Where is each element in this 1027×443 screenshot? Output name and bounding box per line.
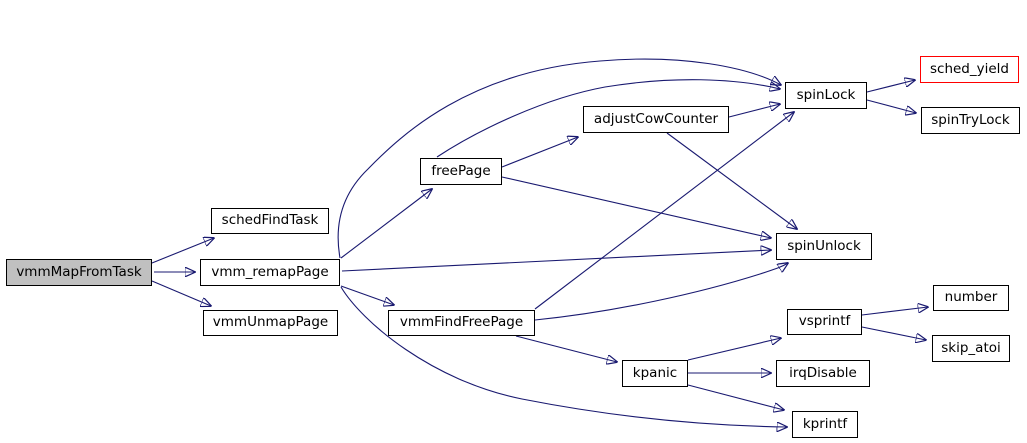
edge-vmmMapFromTask-schedFindTask <box>151 238 214 264</box>
edge-vmm_remapPage-kprintf <box>340 286 787 427</box>
edge-adjustCowCounter-spinLock <box>728 104 780 118</box>
node-schedFindTask[interactable]: schedFindTask <box>211 208 329 234</box>
edge-vsprintf-skip_atoi <box>861 326 926 340</box>
node-vmmFindFreePage[interactable]: vmmFindFreePage <box>388 310 535 336</box>
node-kprintf[interactable]: kprintf <box>792 411 858 438</box>
edge-vmmFindFreePage-spinLock <box>534 112 794 310</box>
edge-vmm_remapPage-freePage <box>340 189 432 259</box>
edge-vsprintf-number <box>861 307 928 316</box>
node-vmmMapFromTask[interactable]: vmmMapFromTask <box>6 259 152 286</box>
node-spinTryLock[interactable]: spinTryLock <box>921 107 1020 134</box>
edge-spinLock-sched_yield <box>866 80 915 93</box>
edge-freePage-spinUnlock <box>501 176 771 238</box>
node-skip_atoi[interactable]: skip_atoi <box>932 335 1010 362</box>
edge-vmm_remapPage-spinUnlock <box>341 250 771 272</box>
edge-freePage-spinLock <box>436 79 780 158</box>
node-adjustCowCounter[interactable]: adjustCowCounter <box>583 106 729 133</box>
edge-vmmFindFreePage-spinUnlock <box>534 263 788 321</box>
edge-vmmMapFromTask-vmmUnmapPage <box>151 280 211 306</box>
edge-kpanic-vsprintf <box>687 338 781 361</box>
node-vmmUnmapPage[interactable]: vmmUnmapPage <box>203 310 338 336</box>
edge-freePage-adjustCowCounter <box>501 137 578 168</box>
node-irqDisable[interactable]: irqDisable <box>776 360 870 387</box>
node-vmm_remapPage[interactable]: vmm_remapPage <box>200 259 340 286</box>
node-number[interactable]: number <box>933 285 1009 311</box>
node-kpanic[interactable]: kpanic <box>622 360 688 387</box>
node-spinUnlock[interactable]: spinUnlock <box>776 233 872 260</box>
node-sched_yield[interactable]: sched_yield <box>920 56 1019 83</box>
edge-vmmFindFreePage-kpanic <box>515 335 617 362</box>
edge-spinLock-spinTryLock <box>866 99 916 113</box>
edge-vmm_remapPage-spinLock <box>337 58 781 259</box>
node-vsprintf[interactable]: vsprintf <box>787 309 862 335</box>
node-freePage[interactable]: freePage <box>420 158 502 185</box>
edge-vmm_remapPage-vmmFindFreePage <box>340 285 394 305</box>
node-spinLock[interactable]: spinLock <box>785 82 867 109</box>
edge-adjustCowCounter-spinUnlock <box>666 132 797 229</box>
edge-kpanic-kprintf <box>687 384 784 410</box>
